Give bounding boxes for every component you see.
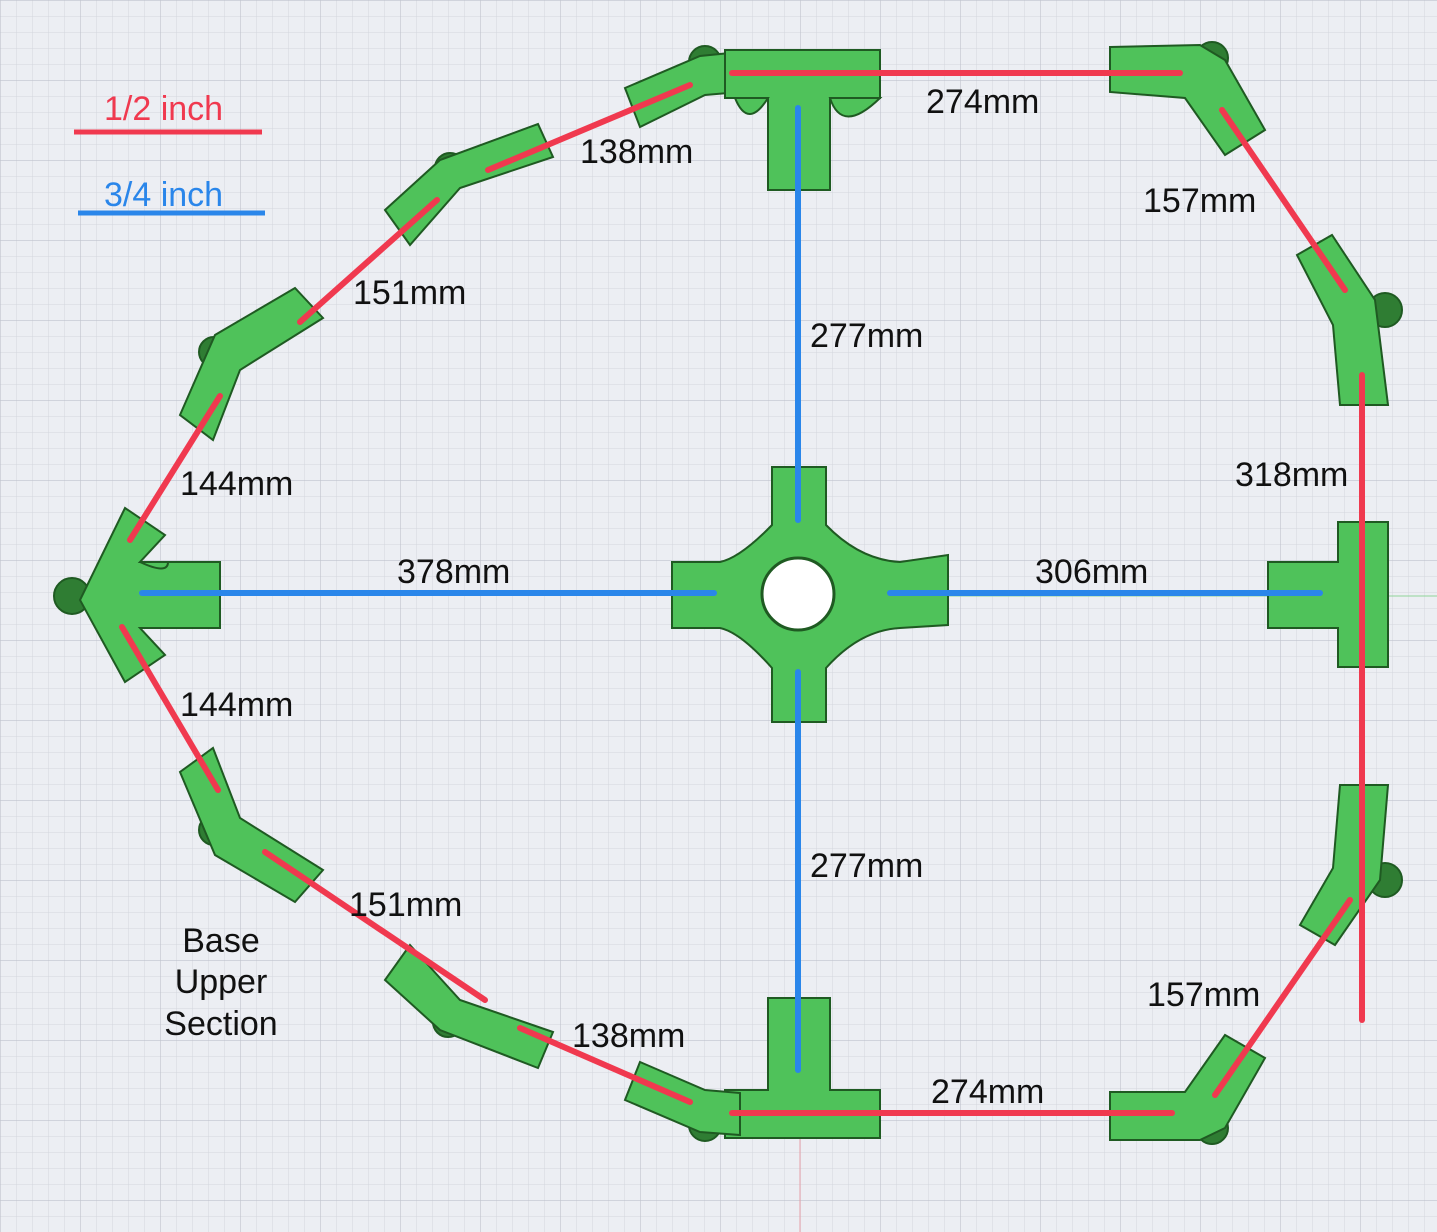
legend: 1/2 inch 3/4 inch (74, 90, 265, 216)
dim-right-upper-diag: 157mm (1143, 182, 1256, 220)
dim-top-right-long: 274mm (926, 83, 1039, 121)
dim-center-right-horizontal: 306mm (1035, 553, 1148, 591)
connector-upper-left-elbow-2 (383, 122, 555, 247)
dim-center-left-horizontal: 378mm (397, 553, 510, 591)
legend-three-quarter-inch-label: 3/4 inch (104, 176, 223, 214)
dim-right-lower-diag: 157mm (1147, 976, 1260, 1014)
dim-left-upper-mid: 151mm (353, 274, 466, 312)
title-line-1: Base (182, 922, 260, 960)
dim-left-lower-diag: 144mm (180, 686, 293, 724)
dimension-labels: 138mm 274mm 157mm 151mm 277mm 318mm 144m… (180, 83, 1348, 1111)
dim-center-upper-vertical: 277mm (810, 317, 923, 355)
connector-right-upper-elbow (1295, 233, 1403, 406)
dim-left-upper-diag: 144mm (180, 465, 293, 503)
connector-right-tee (1267, 521, 1389, 668)
connector-top-tee (724, 49, 883, 191)
connector-bottom-tee (724, 997, 881, 1139)
dim-bottom-right-long: 274mm (931, 1073, 1044, 1111)
three-quarter-inch-pipe-lines (139, 105, 1323, 1073)
cross-hub-icon (671, 466, 949, 723)
dim-top-left-short: 138mm (580, 133, 693, 171)
connector-lower-left-elbow-2 (383, 943, 555, 1070)
title-line-2: Upper (175, 963, 268, 1001)
dim-left-lower-mid: 151mm (349, 886, 462, 924)
connector-right-lower-elbow (1298, 784, 1403, 947)
legend-half-inch-label: 1/2 inch (104, 90, 223, 128)
half-inch-pipe-lines (119, 70, 1365, 1116)
dim-right-side: 318mm (1235, 456, 1348, 494)
section-title: Base Upper Section (164, 922, 277, 1043)
dim-bottom-left-short: 138mm (572, 1017, 685, 1055)
title-line-3: Section (164, 1005, 277, 1043)
dim-center-lower-vertical: 277mm (810, 847, 923, 885)
